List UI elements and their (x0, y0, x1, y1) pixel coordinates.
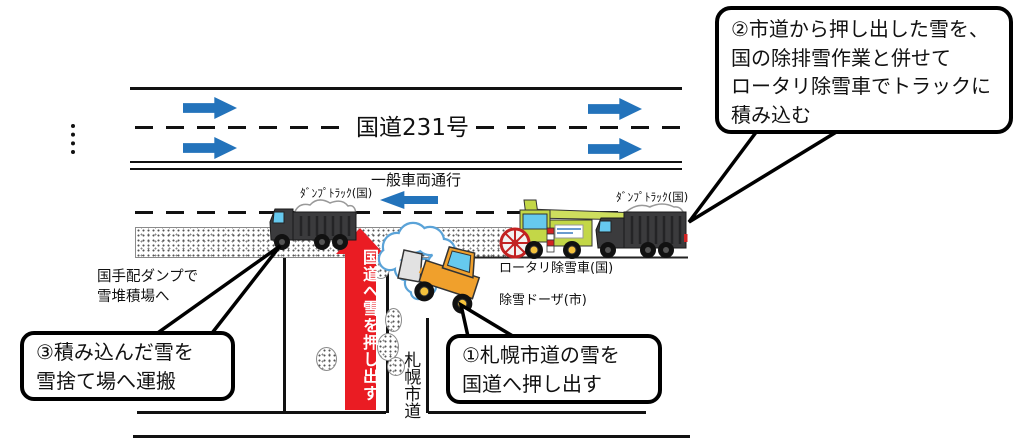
dump-truck-left-graphic (269, 199, 357, 250)
snow-pile (385, 308, 402, 332)
haul-note: 国手配ダンプで 雪堆積場へ (97, 267, 198, 307)
dump-truck-right-graphic (595, 203, 688, 258)
city-road-west-edge (283, 257, 286, 413)
rotary-snowplow-graphic (499, 199, 641, 259)
bottom-road-upper-line-right (428, 411, 646, 414)
snow-pile (377, 333, 399, 361)
callout-step3-line2: 雪捨て場へ運搬 (36, 369, 176, 393)
callout-step1: ①札幌市道の雪を 国道へ押し出す (446, 334, 662, 404)
closed-lane-dashed-line (135, 211, 682, 214)
snow-dozer-graphic (397, 246, 481, 314)
dump-truck-left-label: ﾀﾞﾝﾌﾟﾄﾗｯｸ(国) (300, 186, 373, 200)
general-traffic-label: 一般車両通行 (371, 171, 462, 189)
callout-step2-line3: ロータリ除雪車でトラックに (731, 74, 991, 98)
push-snow-arrow-label: 国道へ雪を押し出す (360, 248, 379, 402)
callout-step2-line1: ②市道から押し出した雪を、 (731, 17, 989, 41)
haul-note-line1: 国手配ダンプで (97, 269, 199, 285)
snow-pile (387, 357, 405, 376)
road-top-edge (130, 87, 682, 90)
callout-step2-line4: 積み込む (731, 102, 811, 127)
callout-step1-line2: 国道へ押し出す (462, 372, 602, 396)
road-continuation-dots (71, 124, 75, 154)
snow-pile (316, 347, 337, 371)
callout-step3: ③積み込んだ雪を 雪捨て場へ運搬 (20, 331, 235, 401)
snow-dozer-label: 除雪ドーザ(市) (499, 293, 587, 308)
national-road-name: 国道231号 (350, 115, 475, 142)
road-bottom-double-line (130, 161, 682, 170)
callout-step2-tail (687, 129, 845, 224)
bottom-road-lower-line (133, 435, 690, 438)
push-snow-arrow-body (345, 252, 376, 410)
city-road-east-edge (426, 318, 429, 413)
callout-step1-line1: ①札幌市道の雪を (462, 343, 620, 367)
city-road-label: 札幌市道 (400, 351, 421, 419)
bottom-road-upper-line-left (137, 411, 386, 414)
callout-step2-line2: 国の除排雪作業と併せて (731, 45, 951, 70)
rotary-plow-label: ロータリ除雪車(国) (499, 261, 614, 276)
callout-step3-line1: ③積み込んだ雪を (36, 340, 194, 364)
dump-truck-right-label: ﾀﾞﾝﾌﾟﾄﾗｯｸ(国) (616, 190, 689, 204)
haul-note-line2: 雪堆積場へ (97, 289, 170, 305)
callout-step2: ②市道から押し出した雪を、 国の除排雪作業と併せて ロータリ除雪車でトラックに … (715, 6, 1013, 134)
